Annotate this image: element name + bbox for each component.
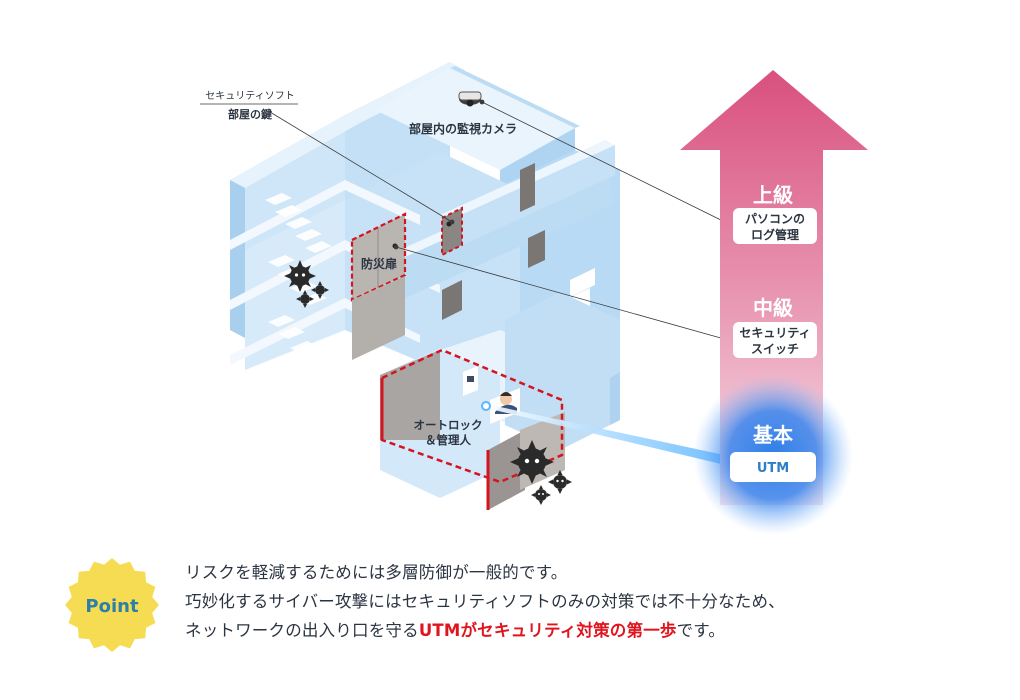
level-upper-box bbox=[733, 208, 817, 244]
virus-icon bbox=[284, 260, 572, 505]
autolock-label-line2: ＆管理人 bbox=[425, 433, 471, 447]
level-middle-box bbox=[733, 322, 817, 358]
point-line-2: 巧妙化するサイバー攻撃にはセキュリティソフトのみの対策では不十分なため、 bbox=[185, 592, 785, 611]
point-description: リスクを軽減するためには多層防御が一般的です。 巧妙化するサイバー攻撃にはセキュ… bbox=[185, 558, 985, 645]
fire-door-label: 防災扉 bbox=[361, 256, 397, 271]
point-line-1: リスクを軽減するためには多層防御が一般的です。 bbox=[185, 563, 568, 582]
soft-category-label: セキュリティソフト bbox=[205, 90, 294, 102]
utm-beam bbox=[486, 404, 738, 468]
building bbox=[230, 62, 620, 510]
level-upper-box-line1: パソコンの bbox=[745, 212, 805, 226]
room-camera-label: 部屋内の監視カメラ bbox=[409, 121, 517, 136]
point-line-3-prefix: ネットワークの出入り口を守る bbox=[185, 621, 419, 640]
level-basic-title: 基本 bbox=[753, 423, 793, 447]
leader-lines bbox=[200, 99, 736, 343]
room-key-label: 部屋の鍵 bbox=[228, 107, 272, 121]
point-badge-label: Point bbox=[85, 596, 139, 617]
point-badge: Point bbox=[65, 558, 159, 652]
point-line-3: ネットワークの出入り口を守るUTMがセキュリティ対策の第一歩です。 bbox=[185, 616, 985, 645]
level-middle-title: 中級 bbox=[753, 296, 793, 320]
level-middle-box-line2: スイッチ bbox=[751, 342, 799, 356]
level-upper-title: 上級 bbox=[753, 183, 793, 207]
autolock-label-line1: オートロック bbox=[414, 418, 483, 432]
point-line-3-suffix: です。 bbox=[676, 621, 726, 640]
level-basic-box bbox=[730, 452, 816, 482]
level-middle-box-line1: セキュリティ bbox=[739, 326, 810, 340]
layered-defense-illustration: 上級 中級 基本 パソコンの ログ管理 セキュリティ スイッチ UTM セキュリ… bbox=[200, 62, 868, 535]
level-basic-box-label: UTM bbox=[757, 461, 789, 476]
level-upper-box-line2: ログ管理 bbox=[751, 227, 799, 242]
security-camera-icon bbox=[458, 91, 482, 107]
point-line-3-highlight: UTMがセキュリティ対策の第一歩 bbox=[418, 621, 677, 640]
